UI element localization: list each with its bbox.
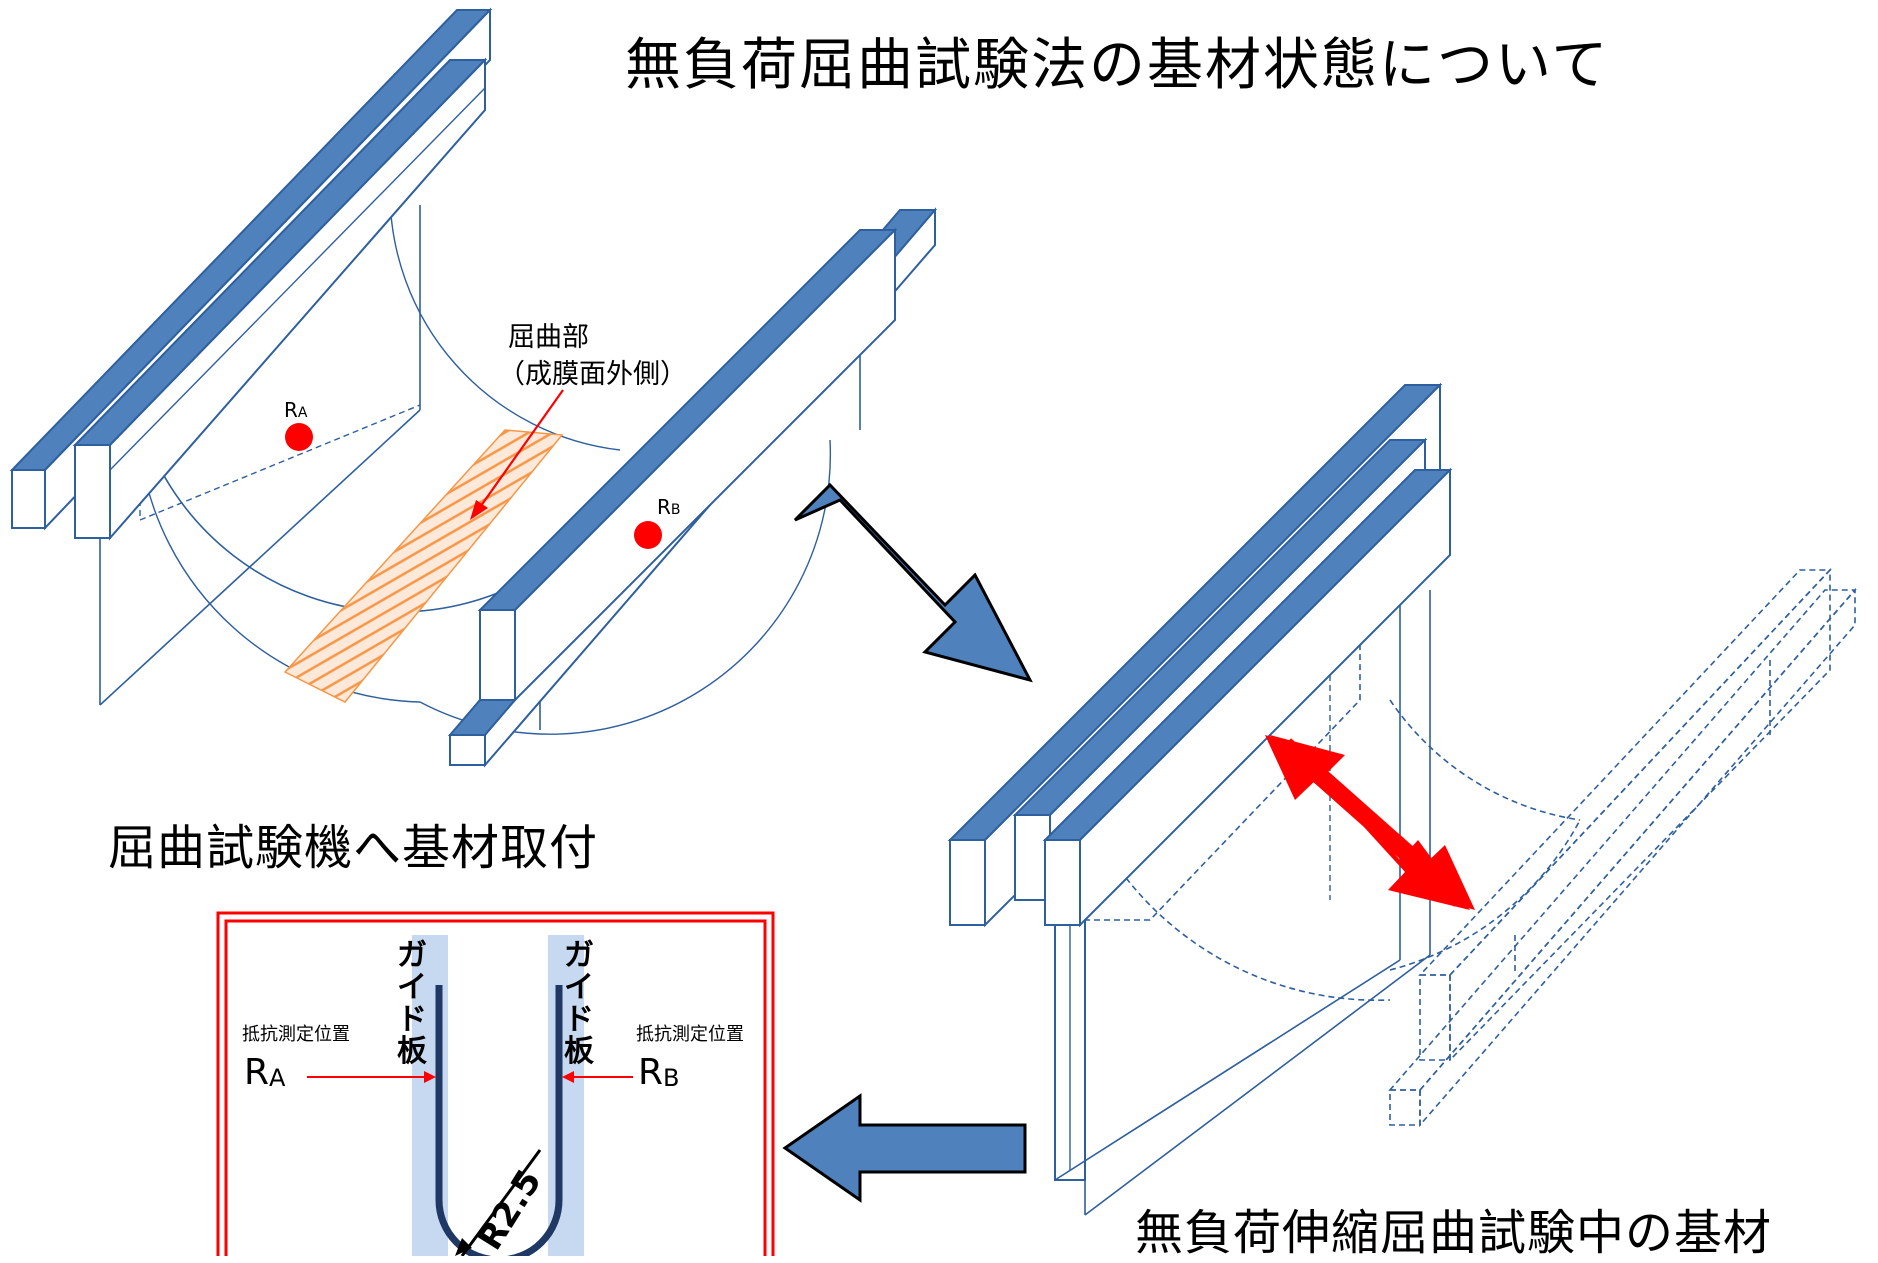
flow-arrow-to-test	[793, 482, 1033, 683]
during-test-caption: 無負荷伸縮屈曲試験中の基材	[1135, 1205, 1773, 1261]
left-clamp-front-top-face	[72, 59, 488, 446]
left-clamp-top-face	[9, 9, 493, 471]
mounted-substrate-assembly	[9, 7, 938, 768]
rb-section-label: RB	[638, 1052, 680, 1093]
ra-section-label: RA	[244, 1052, 286, 1093]
cross-section-panel	[216, 911, 775, 1256]
rb-measure-dot	[634, 521, 662, 549]
bend-part-label-2: （成膜面外側）	[498, 359, 687, 390]
measure-position-right: 抵抗測定位置	[636, 1024, 744, 1045]
guide-plate-right	[548, 935, 584, 1256]
rb-label: RB	[657, 495, 681, 519]
ra-measure-dot	[285, 423, 313, 451]
testing-substrate-assembly	[947, 382, 1857, 1216]
mounting-caption: 屈曲試験機へ基材取付	[108, 820, 599, 876]
bend-pointer-line	[477, 389, 564, 511]
measure-position-left: 抵抗測定位置	[242, 1024, 350, 1045]
bend-part-label: 屈曲部	[508, 318, 589, 358]
ra-label: RA	[284, 398, 308, 422]
flow-arrow-to-section	[782, 1093, 1027, 1203]
bend-region-hatch	[283, 429, 564, 703]
bend-part-line1: 屈曲部	[508, 322, 589, 353]
u-substrate	[435, 985, 563, 1256]
guide-plate-left-label: ガ イ ド 板	[397, 938, 427, 1069]
guide-plate-right-label: ガ イ ド 板	[564, 938, 594, 1069]
radius-indicator	[460, 1149, 542, 1256]
diagram-title: 無負荷屈曲試験法の基材状態について	[625, 33, 1610, 98]
